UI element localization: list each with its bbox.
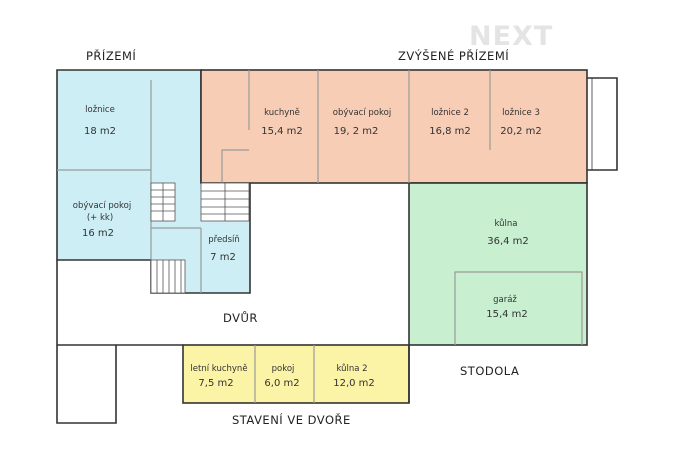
room-predsin: předsíň 7 m2 <box>208 234 240 263</box>
room-area: 6,0 m2 <box>264 378 299 389</box>
room-obyvaci-pokoj-kk: obývací pokoj (+ kk) 16 m2 <box>73 201 131 239</box>
room-area: 7 m2 <box>210 252 236 263</box>
room-area: 18 m2 <box>84 126 116 137</box>
room-obyvaci-pokoj: obývací pokoj 19, 2 m2 <box>333 108 391 137</box>
label-dvur: DVŮR <box>223 310 258 325</box>
room-kulna: kůlna 36,4 m2 <box>487 218 529 247</box>
room-pokoj: pokoj 6,0 m2 <box>264 364 299 389</box>
zone-stodola <box>408 182 588 346</box>
label-prizemi: PŘÍZEMÍ <box>86 48 136 63</box>
stairs-predsin <box>200 182 250 222</box>
room-name: obývací pokoj <box>73 201 131 211</box>
room-area: 15,4 m2 <box>486 309 528 320</box>
label-zvysene-prizemi: ZVÝŠENÉ PŘÍZEMÍ <box>398 48 509 63</box>
interior-walls <box>57 70 583 403</box>
room-area: 16 m2 <box>82 228 114 239</box>
room-name: kůlna 2 <box>336 363 367 374</box>
room-name: předsíň <box>208 234 240 245</box>
room-area: 12,0 m2 <box>333 378 375 389</box>
room-area: 19, 2 m2 <box>334 126 379 137</box>
room-name: kuchyně <box>264 108 300 118</box>
room-loznice-3: ložnice 3 20,2 m2 <box>500 108 542 137</box>
room-loznice: ložnice 18 m2 <box>84 105 116 137</box>
room-kulna-2: kůlna 2 12,0 m2 <box>333 363 375 389</box>
room-name: garáž <box>493 295 517 305</box>
room-area: 20,2 m2 <box>500 126 542 137</box>
room-letni-kuchyne: letní kuchyně 7,5 m2 <box>190 364 247 389</box>
room-name-sub: (+ kk) <box>87 213 113 223</box>
stairs-exterior <box>150 259 186 294</box>
next-logo: NEXT <box>469 21 553 52</box>
room-name: ložnice 2 <box>431 108 469 118</box>
outer-walls <box>56 77 618 424</box>
zone-staveni-ve-dvore <box>182 344 410 404</box>
room-name: letní kuchyně <box>190 364 247 374</box>
room-area: 7,5 m2 <box>198 378 233 389</box>
room-area: 15,4 m2 <box>261 126 303 137</box>
room-name: ložnice 3 <box>502 108 540 118</box>
room-name: kůlna <box>494 218 517 229</box>
label-stodola: STODOLA <box>460 364 519 378</box>
room-name: obývací pokoj <box>333 108 391 118</box>
room-area: 16,8 m2 <box>429 126 471 137</box>
room-loznice-2: ložnice 2 16,8 m2 <box>429 108 471 137</box>
room-area: 36,4 m2 <box>487 236 529 247</box>
room-name: ložnice <box>85 105 115 115</box>
zone-zvysene-prizemi <box>200 69 588 184</box>
label-staveni-ve-dvore: STAVENÍ VE DVOŘE <box>232 412 351 427</box>
room-name: pokoj <box>272 364 295 374</box>
stairs-prizemi <box>150 182 176 222</box>
room-garaz: garáž 15,4 m2 <box>486 295 528 320</box>
room-kuchyne: kuchyně 15,4 m2 <box>261 108 303 137</box>
